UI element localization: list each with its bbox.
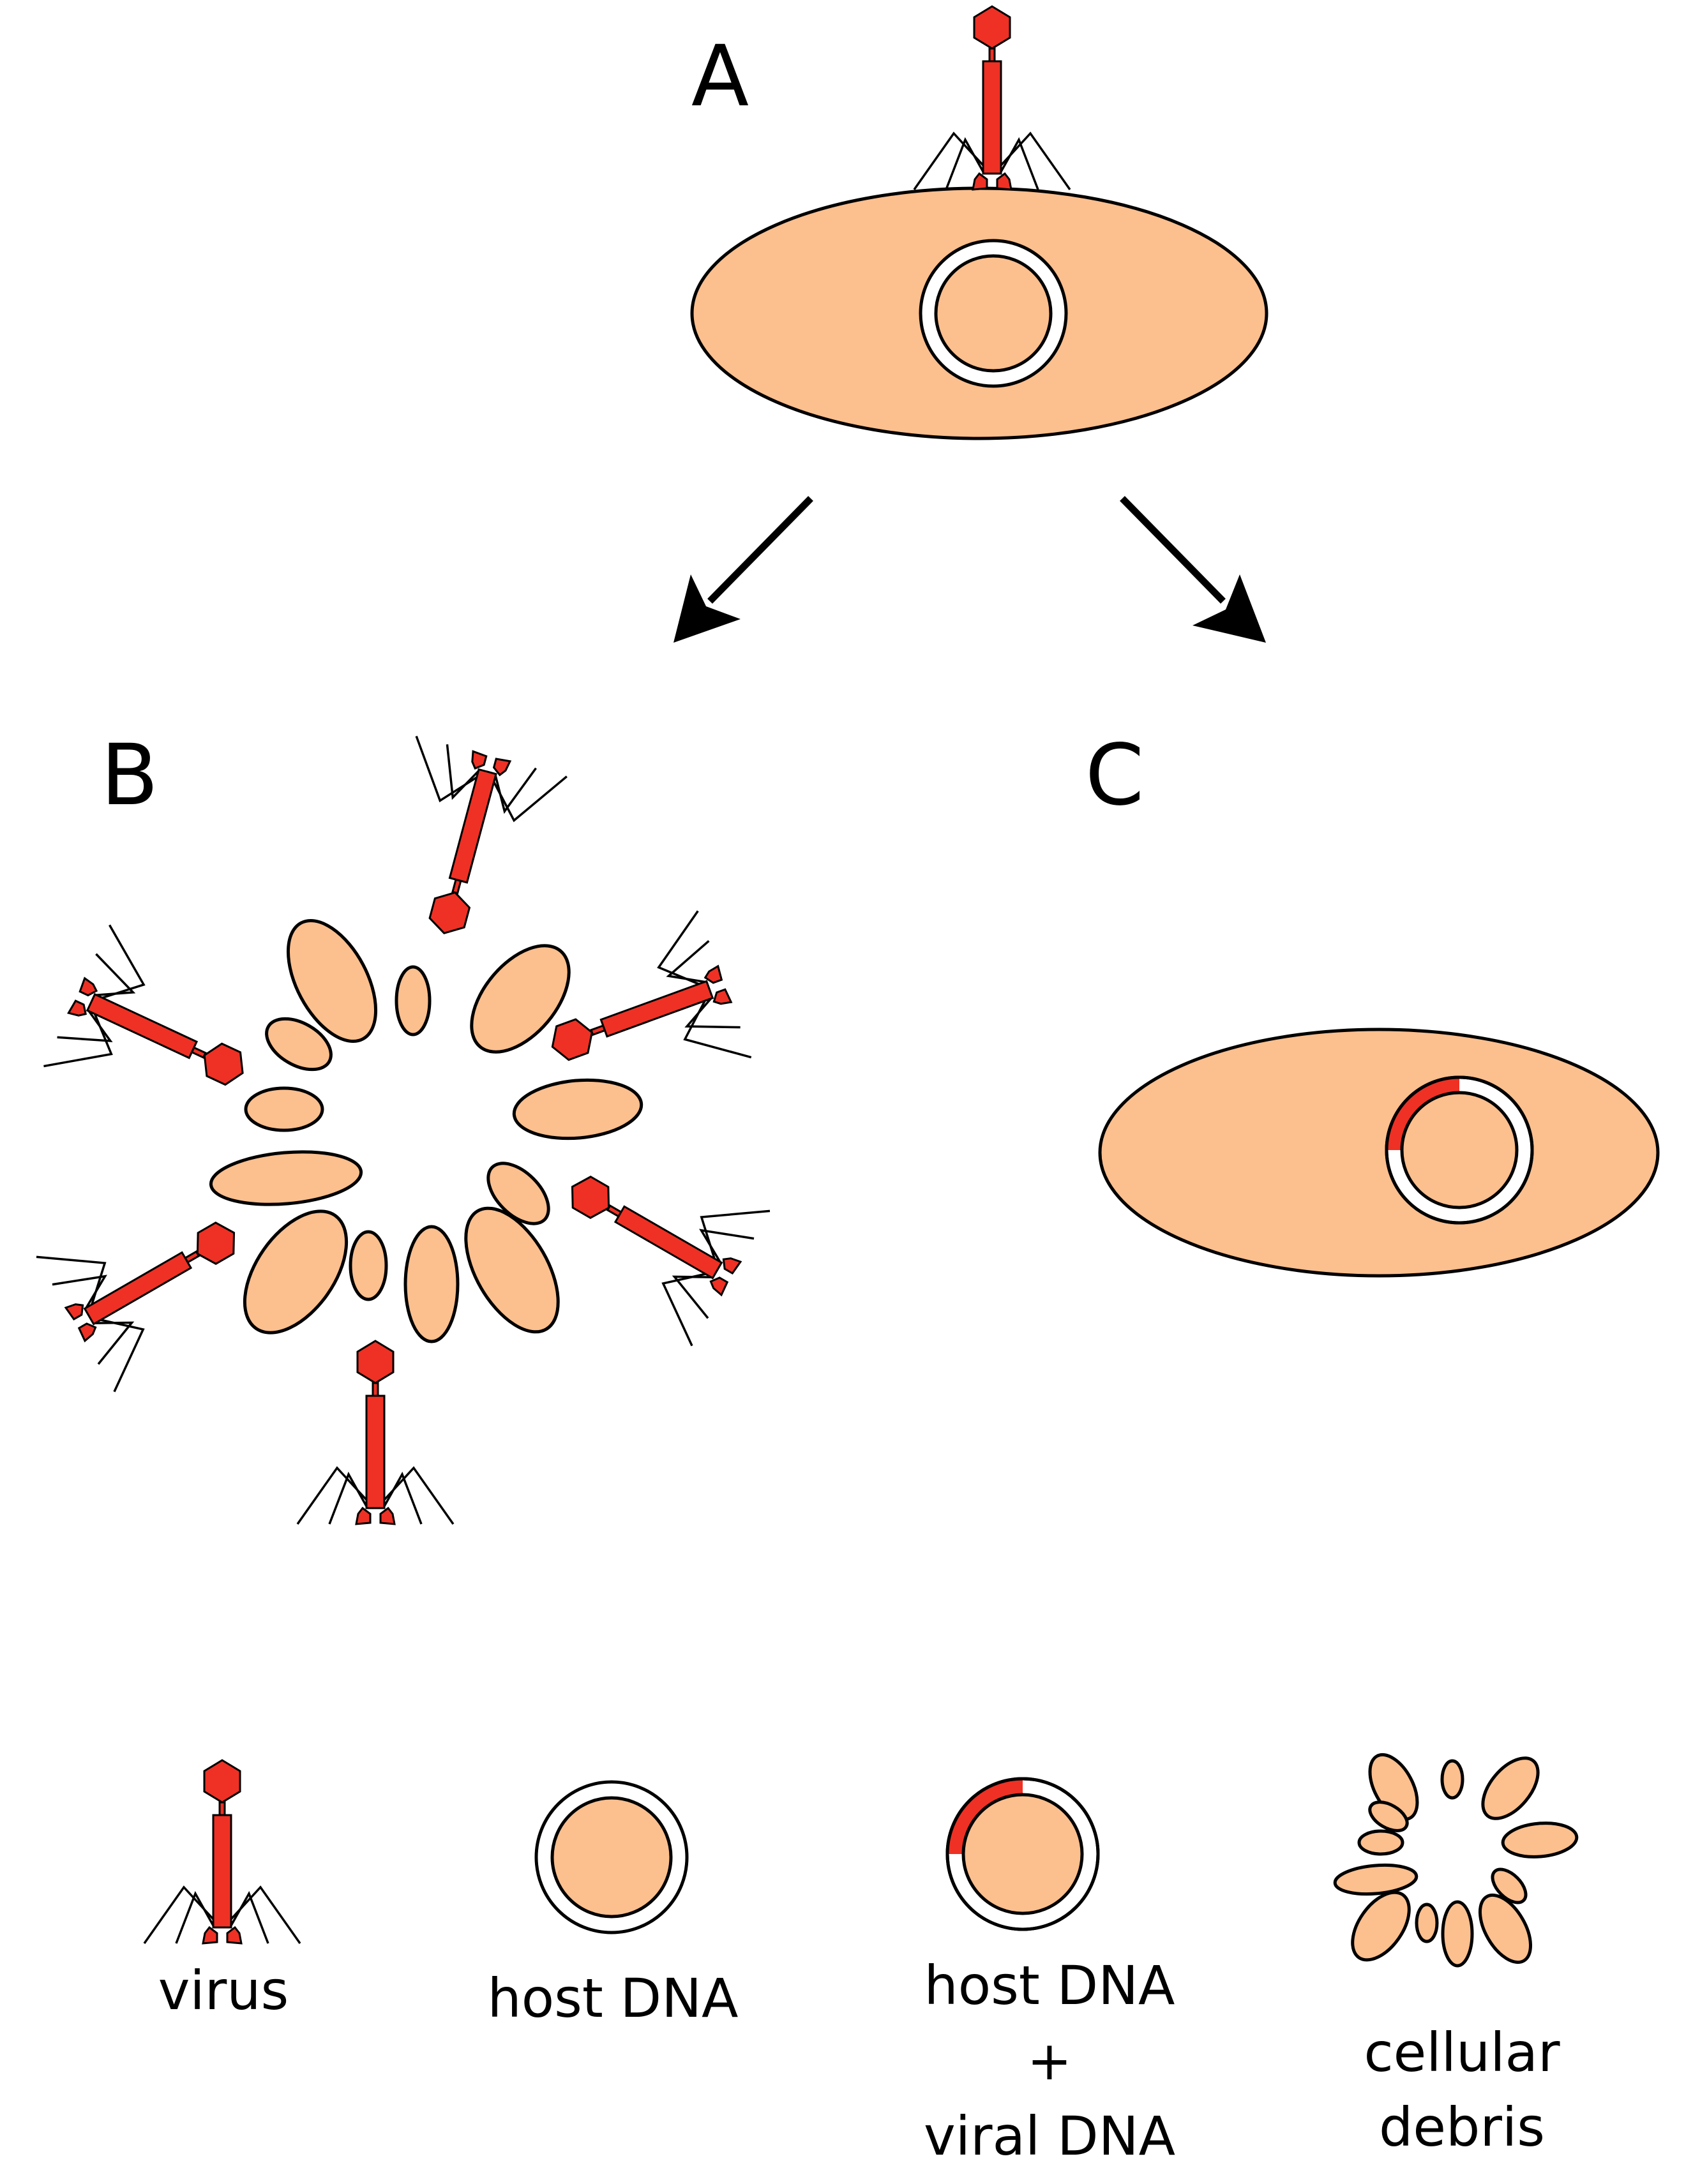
host-viral-dna-icon — [945, 1777, 1100, 1931]
legend-host-viral-line2: + — [1027, 2030, 1072, 2092]
legend-host-viral-line3: viral DNA — [924, 2105, 1175, 2167]
arrow-to-c — [1120, 496, 1266, 643]
panel-c-lysogeny — [1098, 1028, 1660, 1278]
arrow-to-b — [673, 496, 813, 643]
legend-debris-line2: debris — [1379, 2096, 1545, 2158]
panel-label-a: A — [691, 27, 749, 126]
virus-icon-b3 — [532, 1118, 771, 1347]
legend-virus-label: virus — [158, 1959, 289, 2022]
legend-host-viral-line1: host DNA — [924, 1954, 1175, 2017]
virus-icon-b4 — [296, 1340, 455, 1525]
virus-icon — [913, 5, 1071, 191]
bacterial-cell-c — [1098, 1028, 1660, 1278]
legend-host-dna-label: host DNA — [487, 1967, 738, 2030]
virus-icon-b6 — [42, 924, 277, 1145]
panel-label-c: C — [1085, 726, 1144, 825]
virus-icon-b1 — [368, 735, 568, 955]
legend-debris-line1: cellular — [1364, 2021, 1560, 2084]
legend-cellular-debris: cellular debris — [1333, 1753, 1579, 2158]
panel-b-lysis — [35, 735, 771, 1525]
panel-label-b: B — [101, 726, 159, 825]
legend-host-dna: host DNA — [487, 1780, 739, 2030]
virus-icon — [143, 1759, 301, 1945]
host-viral-dna-c — [1385, 1075, 1534, 1225]
legend: virus host DNA host DNA + viral DNA — [143, 1753, 1579, 2167]
cellular-debris-icon — [1333, 1753, 1579, 1968]
panel-a-infection — [690, 5, 1268, 440]
host-dna-a — [919, 239, 1068, 388]
legend-virus: virus — [143, 1759, 301, 2022]
cellular-debris-b — [209, 918, 643, 1343]
legend-host-viral-dna: host DNA + viral DNA — [924, 1777, 1175, 2167]
